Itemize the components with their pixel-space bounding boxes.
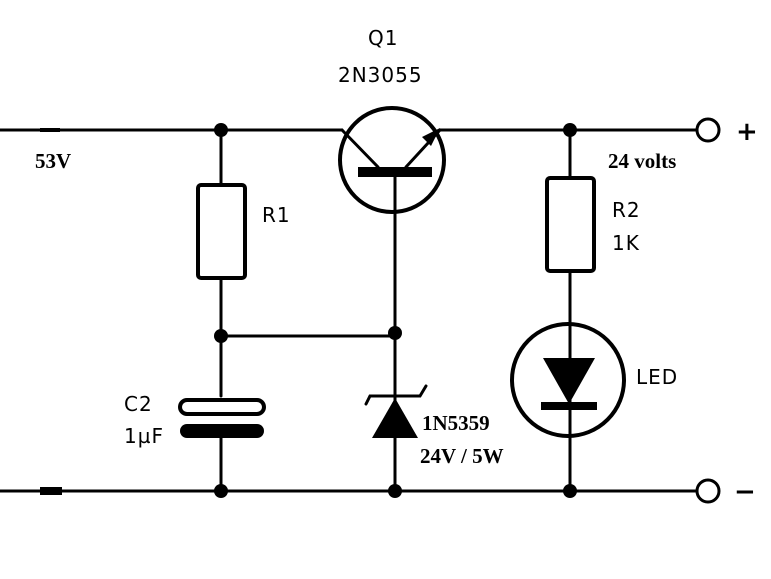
r2-name-label: R2 <box>612 198 641 222</box>
led-label: LED <box>636 365 678 389</box>
minus-sign: − <box>734 477 756 507</box>
resistor-r2 <box>545 176 596 273</box>
negative-terminal[interactable] <box>695 478 721 504</box>
positive-terminal[interactable] <box>695 117 721 143</box>
output-voltage-label: 24 volts <box>608 149 676 173</box>
q1-name-label: Q1 <box>368 26 398 50</box>
bottom-rail <box>0 487 699 495</box>
zener-part-label: 1N5359 <box>422 411 490 435</box>
c2-value-label: 1µF <box>124 424 164 448</box>
c2-name-label: C2 <box>124 392 153 416</box>
led <box>510 322 626 438</box>
zener-rating-label: 24V / 5W <box>420 444 504 468</box>
plus-sign: + <box>736 117 758 147</box>
resistor-r1 <box>196 183 247 280</box>
r1-branch <box>196 128 397 493</box>
r1-label: R1 <box>262 203 291 227</box>
zener-diode <box>364 384 428 438</box>
transistor-q1 <box>338 106 446 493</box>
r2-value-label: 1K <box>612 231 640 255</box>
input-voltage-label: 53V <box>35 149 71 173</box>
q1-part-label: 2N3055 <box>338 63 423 87</box>
capacitor-c2 <box>178 398 266 438</box>
